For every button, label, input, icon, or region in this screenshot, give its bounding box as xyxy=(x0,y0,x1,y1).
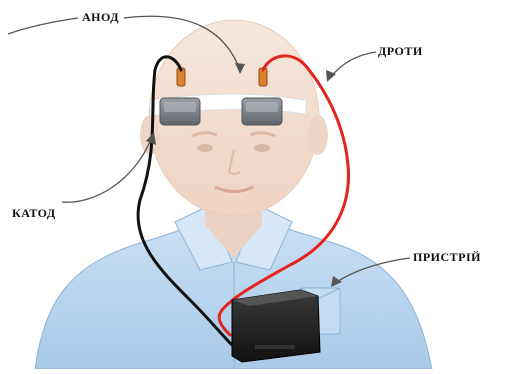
cathode-pointer xyxy=(62,137,152,202)
cathode-electrode xyxy=(160,98,200,125)
stimulator-device xyxy=(232,290,320,362)
left-pointer xyxy=(8,18,78,34)
cathode-label: КАТОД xyxy=(12,206,56,221)
wires-label: ДРОТИ xyxy=(378,44,423,59)
anode-label: АНОД xyxy=(82,10,119,25)
device-label: ПРИСТРІЙ xyxy=(413,250,481,265)
wires-pointer xyxy=(330,52,376,78)
anode-electrode xyxy=(242,98,282,125)
